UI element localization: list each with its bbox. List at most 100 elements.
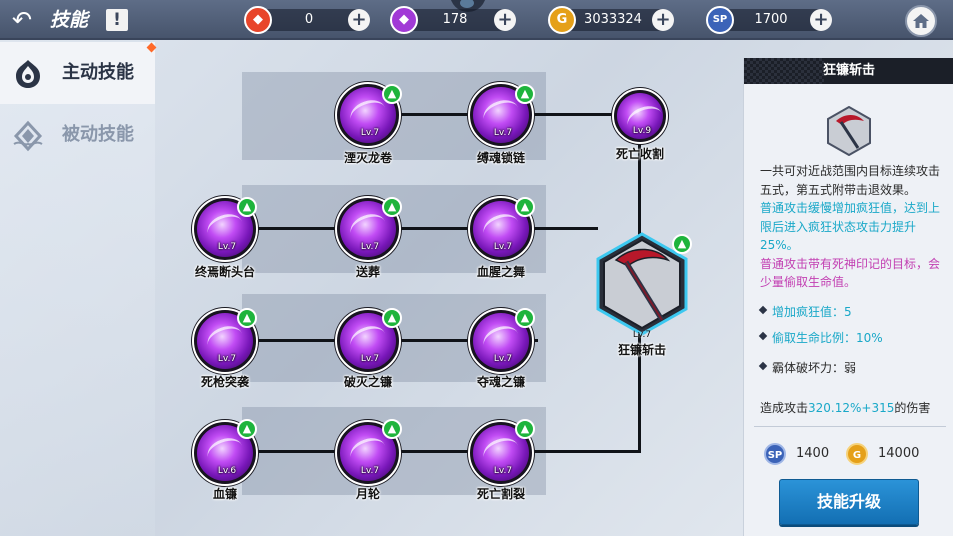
skill-name: 死枪突袭 — [200, 375, 249, 389]
skill-name: 夺魂之镰 — [476, 375, 525, 389]
sp-cost: 1400 — [796, 446, 830, 461]
add-currency-button[interactable]: + — [652, 9, 674, 31]
selected-skill-node[interactable] — [594, 232, 690, 336]
skill-name: 破灭之镰 — [343, 375, 392, 389]
upgrade-arrow-icon: ▲ — [515, 197, 535, 217]
new-indicator-dot — [146, 42, 157, 53]
skill-node-2[interactable]: Lv.9 — [612, 88, 668, 144]
detail-title: 狂镰斩击 — [822, 63, 875, 78]
stat-value: 弱 — [844, 361, 857, 375]
skill-icon — [617, 93, 663, 139]
skill-level: Lv.7 — [493, 128, 513, 138]
add-currency-button[interactable]: + — [348, 9, 370, 31]
skill-level: Lv.7 — [360, 354, 380, 364]
home-icon — [913, 14, 929, 28]
scythe-blade-icon — [614, 248, 671, 267]
upgrade-arrow-icon: ▲ — [237, 197, 257, 217]
skill-node-11[interactable]: Lv.7 — [468, 420, 534, 486]
skill-name: 死亡割裂 — [476, 487, 525, 501]
skill-name: 缚魂锁链 — [476, 151, 525, 165]
upgrade-arrow-icon: ▲ — [382, 84, 402, 104]
currency-gem: ◆ 178 + — [390, 6, 516, 34]
back-arrow-icon[interactable]: ↶ — [11, 6, 33, 34]
damage-suffix: 的伤害 — [894, 401, 931, 415]
upgrade-arrow-icon: ▲ — [515, 308, 535, 328]
purple-gem-icon: ◆ — [390, 6, 418, 34]
skill-level: Lv.6 — [217, 466, 237, 476]
scythe-icon — [827, 106, 871, 156]
sp-icon: SP — [706, 6, 734, 34]
skill-level: Lv.7 — [493, 242, 513, 252]
skill-level: Lv.7 — [217, 242, 237, 252]
header-pattern — [744, 58, 824, 84]
skill-name: 终焉断头台 — [194, 265, 255, 279]
stat-value: 10% — [856, 331, 883, 345]
passive-skill-emblem-icon — [13, 120, 43, 152]
skill-name: 血镰 — [212, 487, 237, 501]
upgrade-arrow-icon: ▲ — [382, 197, 402, 217]
currency-value: 1700 — [754, 12, 788, 27]
skill-name: 送葬 — [355, 265, 380, 279]
sp-icon: SP — [764, 443, 786, 465]
skill-name: 湮灭龙卷 — [343, 151, 392, 165]
gold-coin-icon: G — [846, 443, 868, 465]
add-currency-button[interactable]: + — [494, 9, 516, 31]
stat-label: 偷取生命比例： — [772, 331, 857, 345]
tab-passive-skills[interactable]: 被动技能 — [0, 104, 155, 166]
skill-level: Lv.7 — [493, 354, 513, 364]
stat-label: 霸体破坏力： — [772, 361, 845, 375]
currency-value: 3033324 — [584, 12, 642, 27]
skill-level: Lv.7 — [217, 354, 237, 364]
currency-sp: SP 1700 + — [706, 6, 832, 34]
upgrade-arrow-icon: ▲ — [515, 84, 535, 104]
bullet-icon — [758, 331, 768, 341]
currency-gold: G 3033324 + — [548, 6, 674, 34]
gold-coin-icon: G — [548, 6, 576, 34]
stat-line: 霸体破坏力：弱 — [758, 359, 857, 376]
upgrade-arrow-icon: ▲ — [237, 308, 257, 328]
skill-level: Lv.7 — [360, 128, 380, 138]
skill-level: Lv.7 — [632, 330, 652, 340]
upgrade-arrow-icon: ▲ — [382, 419, 402, 439]
bullet-icon — [758, 305, 768, 315]
tab-label: 被动技能 — [62, 124, 134, 145]
home-button[interactable] — [905, 5, 937, 37]
upgrade-arrow-icon: ▲ — [672, 234, 692, 254]
upgrade-skill-button[interactable]: 技能升级 — [779, 479, 919, 525]
active-skill-emblem-icon — [16, 60, 40, 88]
currency-fire: ◆ 0 + — [244, 6, 370, 34]
skill-name: 狂镰斩击 — [617, 343, 666, 357]
upgrade-arrow-icon: ▲ — [515, 419, 535, 439]
stat-line: 增加疯狂值：5 — [758, 303, 852, 320]
upgrade-arrow-icon: ▲ — [237, 419, 257, 439]
desc-text-magenta: 普通攻击带有死神印记的目标，会少量偷取生命值。 — [760, 256, 941, 290]
stat-value: 5 — [844, 305, 852, 319]
gold-cost: 14000 — [878, 446, 920, 461]
skill-name: 血腥之舞 — [476, 265, 525, 279]
tree-connector — [258, 450, 640, 453]
alert-icon[interactable]: ! — [106, 9, 128, 31]
skill-category-sidebar: 主动技能 被动技能 — [0, 42, 157, 536]
damage-prefix: 造成攻击 — [760, 401, 809, 415]
tab-label: 主动技能 — [62, 62, 134, 83]
divider — [754, 426, 946, 427]
skill-node-8[interactable]: Lv.7 — [468, 308, 534, 374]
skill-level: Lv.7 — [360, 466, 380, 476]
bullet-icon — [758, 361, 768, 371]
tab-active-skills[interactable]: 主动技能 — [0, 42, 157, 104]
upgrade-arrow-icon: ▲ — [382, 308, 402, 328]
stat-label: 增加疯狂值： — [772, 305, 845, 319]
detail-header: 狂镰斩击 — [744, 58, 953, 84]
tree-connector — [638, 130, 641, 240]
tree-connector — [258, 227, 598, 230]
skill-description: 一共可对近战范围内目标连续攻击五式，第五式附带击退效果。 普通攻击缓慢增加疯狂值… — [760, 162, 946, 292]
skill-level: Lv.7 — [360, 242, 380, 252]
page-title: 技能 — [50, 9, 89, 31]
skill-level: Lv.7 — [493, 466, 513, 476]
tree-connector — [638, 330, 641, 453]
add-currency-button[interactable]: + — [810, 9, 832, 31]
skill-detail-panel: 狂镰斩击 一共可对近战范围内目标连续攻击五式，第五式附带击退效果。 普通攻击缓慢… — [743, 58, 953, 536]
skill-node-10[interactable]: Lv.7 — [335, 420, 401, 486]
skill-node-7[interactable]: Lv.7 — [335, 308, 401, 374]
currency-value: 0 — [304, 12, 314, 27]
